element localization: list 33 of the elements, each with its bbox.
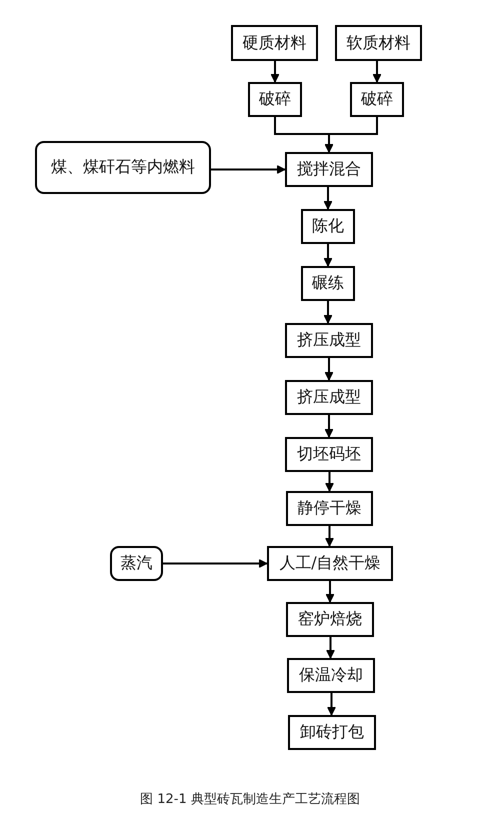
input-box: 煤、煤矸石等内燃料 — [35, 141, 211, 194]
arrow — [324, 187, 332, 210]
arrow — [324, 301, 332, 324]
process-box: 软质材料 — [335, 25, 422, 61]
process-box: 人工/自然干燥 — [267, 546, 393, 581]
process-box: 卸砖打包 — [288, 715, 376, 750]
arrow — [324, 415, 334, 438]
process-box: 陈化 — [301, 209, 355, 244]
arrow — [211, 165, 286, 174]
process-box: 窑炉焙烧 — [286, 602, 374, 637]
process-box: 搅拌混合 — [285, 152, 373, 187]
arrow — [324, 358, 334, 380]
figure-caption: 图 12-1 典型砖瓦制造生产工艺流程图 — [139, 791, 361, 808]
arrow — [326, 637, 335, 658]
arrow — [324, 244, 332, 266]
arrow — [325, 526, 334, 546]
input-box: 蒸汽 — [110, 546, 163, 581]
arrow — [327, 693, 336, 716]
arrow — [163, 559, 268, 568]
arrow — [324, 117, 378, 152]
process-box: 破碎 — [248, 82, 302, 117]
process-box: 挤压成型 — [285, 323, 373, 358]
process-box: 硬质材料 — [231, 25, 318, 61]
arrow — [372, 61, 382, 82]
process-box: 保温冷却 — [287, 658, 375, 693]
arrow — [270, 61, 280, 82]
process-box: 破碎 — [350, 82, 404, 117]
process-box: 碾练 — [301, 266, 355, 301]
arrow — [325, 472, 334, 492]
arrow — [326, 581, 334, 602]
process-box: 切坯码坯 — [285, 437, 373, 472]
process-box: 挤压成型 — [285, 380, 373, 415]
process-box: 静停干燥 — [286, 491, 373, 526]
